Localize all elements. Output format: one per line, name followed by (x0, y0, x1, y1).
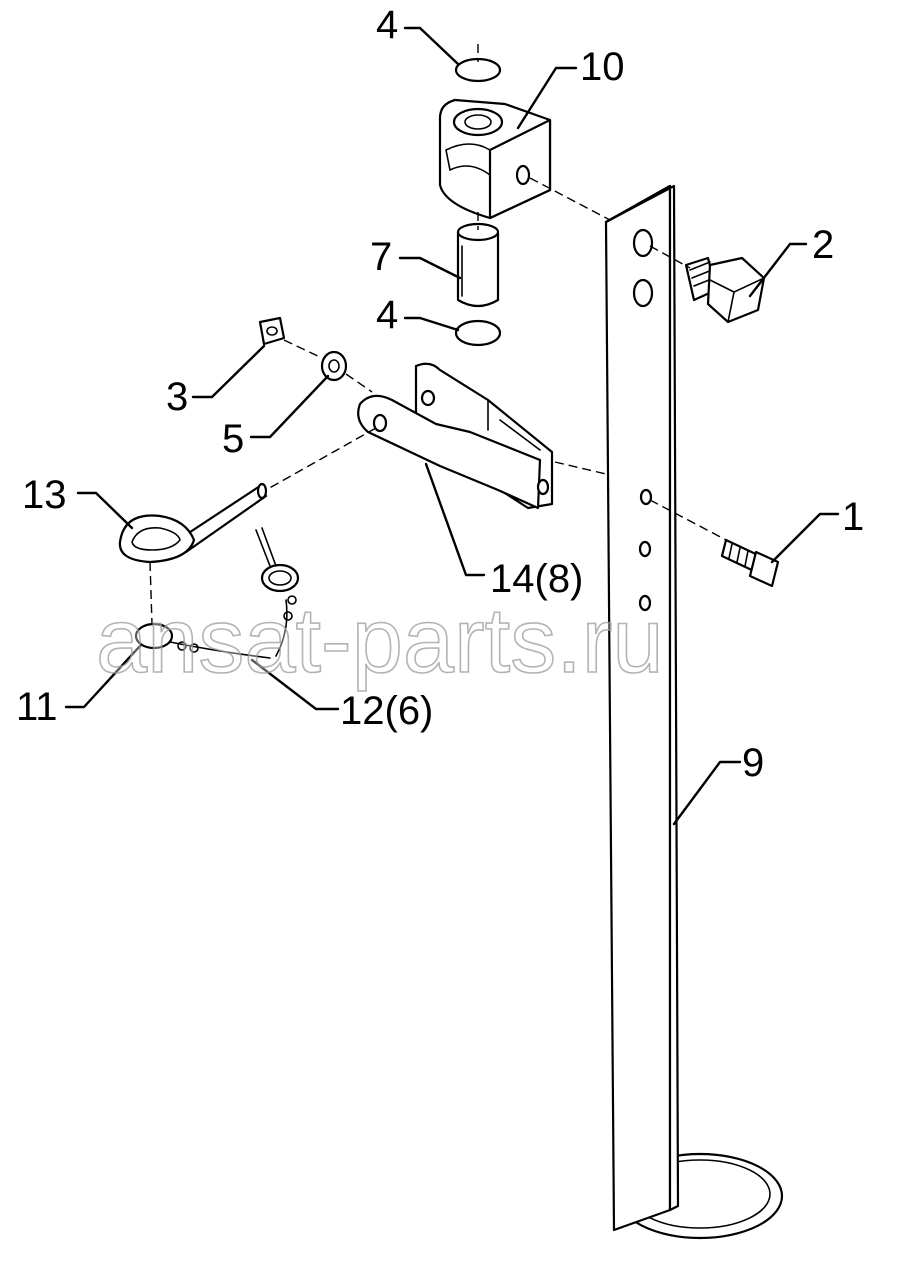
part-3-square-nut (258, 316, 286, 346)
part-11-ring (134, 622, 174, 650)
part-9-stand-leg (604, 184, 784, 1240)
callout-7: 7 (370, 235, 392, 279)
part-7-pin (456, 222, 500, 308)
part-1-small-bolt (720, 538, 780, 588)
part-4-o-ring-lower (454, 319, 502, 347)
callout-4-lower: 4 (376, 293, 398, 337)
part-13-lock-pin (118, 482, 268, 564)
callout-14: 14(8) (490, 557, 583, 601)
callout-labels: 4 10 2 7 4 3 5 13 1 14(8) 11 12(6) 9 (16, 3, 864, 785)
part-14-bracket (357, 362, 554, 510)
callout-1: 1 (842, 495, 864, 539)
callout-11: 11 (16, 685, 58, 729)
callout-10: 10 (580, 45, 625, 89)
watermark: ansat-parts.ru (96, 590, 664, 692)
leader-lines (64, 26, 840, 826)
part-10-clevis-bracket (438, 98, 552, 220)
part-2-hex-bolt (684, 256, 766, 324)
assembly-lines (149, 177, 731, 625)
callout-3: 3 (166, 375, 188, 419)
callout-13: 13 (22, 473, 67, 517)
callout-12: 12(6) (340, 689, 433, 733)
callout-5: 5 (222, 417, 244, 461)
part-12-chain (169, 527, 300, 659)
callout-2: 2 (812, 223, 834, 267)
part-5-washer (320, 350, 348, 382)
callout-9: 9 (742, 741, 764, 785)
part-4-o-ring-upper (454, 57, 502, 83)
callout-4-upper: 4 (376, 3, 398, 47)
